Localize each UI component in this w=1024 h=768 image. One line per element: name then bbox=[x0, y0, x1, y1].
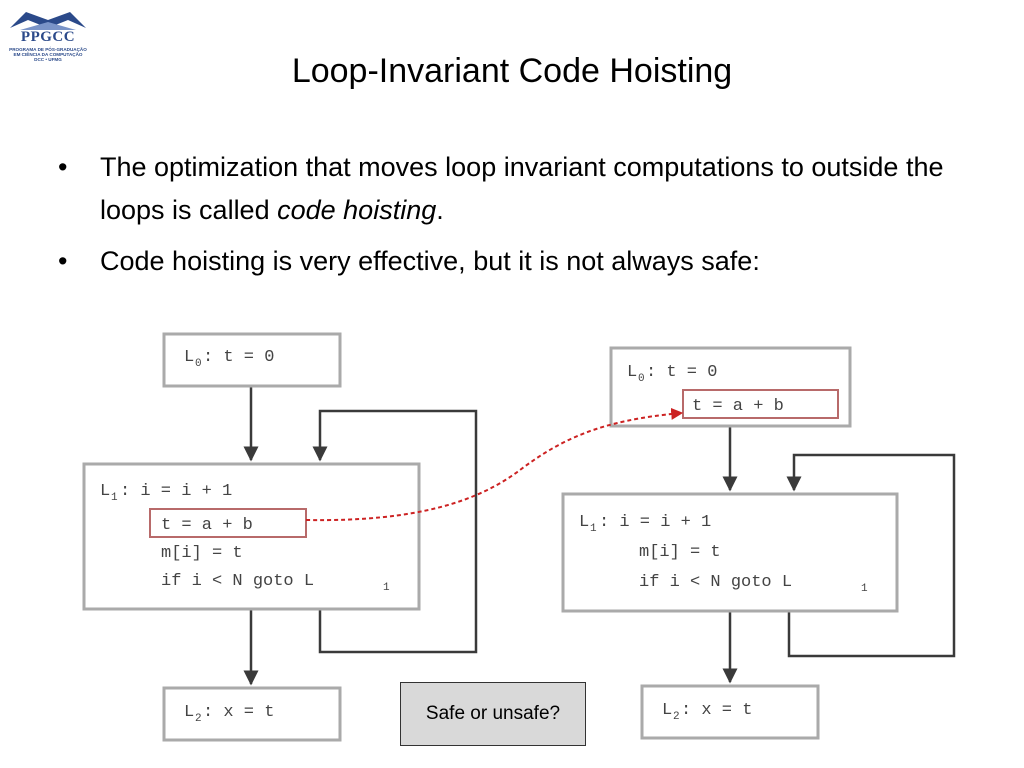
bullet-list: • The optimization that moves loop invari… bbox=[58, 146, 988, 291]
bullet-1-emphasis: code hoisting bbox=[277, 195, 437, 225]
left-block-l0: L 0 : t = 0 bbox=[162, 332, 342, 388]
left-l2-code: : x = t bbox=[203, 703, 274, 722]
bullet-1-end: . bbox=[436, 195, 444, 225]
question-text: Safe or unsafe? bbox=[425, 703, 561, 724]
right-hoisted-stmt: t = a + b bbox=[692, 397, 784, 416]
logo-line3: DCC • UFMG bbox=[34, 57, 62, 62]
bullet-1: • The optimization that moves loop invari… bbox=[58, 146, 988, 232]
right-hoisted-highlight bbox=[682, 389, 839, 419]
hoist-arrow bbox=[305, 407, 684, 522]
slide-title: Loop-Invariant Code Hoisting bbox=[291, 52, 733, 90]
right-l1-code: : i = i + 1 bbox=[599, 513, 711, 532]
left-l0-label: L bbox=[184, 348, 194, 367]
right-block-l0: L 0 : t = 0 t = a + b bbox=[609, 346, 852, 428]
bullet-1-text: The optimization that moves loop invaria… bbox=[100, 152, 944, 225]
right-l2-code: : x = t bbox=[681, 701, 752, 720]
right-block-l1: L 1 : i = i + 1 m[i] = t if i < N goto L… bbox=[561, 492, 899, 613]
right-l0-label: L bbox=[627, 363, 637, 382]
left-stmt-3-sub: 1 bbox=[383, 582, 390, 594]
left-back-edge bbox=[312, 409, 478, 654]
left-l1-label: L bbox=[100, 482, 110, 501]
right-l1-label: L bbox=[579, 513, 589, 532]
left-block-l1: L 1 : i = i + 1 t = a + b m[i] = t if i … bbox=[82, 462, 421, 611]
right-l2-sub: 2 bbox=[673, 711, 680, 723]
left-stmt-2: m[i] = t bbox=[161, 544, 243, 563]
left-l2-sub: 2 bbox=[195, 713, 202, 725]
left-stmt-3: if i < N goto L bbox=[161, 572, 314, 591]
left-l0-code: : t = 0 bbox=[203, 348, 274, 367]
question-box: Safe or unsafe? bbox=[400, 682, 586, 746]
left-hoisted-stmt: t = a + b bbox=[161, 516, 253, 535]
left-l1-sub: 1 bbox=[111, 492, 118, 504]
bullet-dot-icon: • bbox=[58, 152, 68, 182]
right-stmt-3-sub: 1 bbox=[861, 583, 868, 595]
bullet-2: • Code hoisting is very effective, but it… bbox=[58, 240, 988, 283]
left-l2-label: L bbox=[184, 703, 194, 722]
right-block-l2: L 2 : x = t bbox=[640, 684, 820, 740]
bullet-dot-icon: • bbox=[58, 246, 68, 276]
right-l0-code: : t = 0 bbox=[646, 363, 717, 382]
left-block-l2: L 2 : x = t bbox=[162, 686, 342, 742]
right-back-edge bbox=[786, 453, 956, 658]
left-l1-code: : i = i + 1 bbox=[120, 482, 232, 501]
bullet-2-text: Code hoisting is very effective, but it … bbox=[100, 246, 760, 276]
left-hoisted-highlight bbox=[149, 508, 307, 538]
right-l2-label: L bbox=[662, 701, 672, 720]
right-l0-sub: 0 bbox=[638, 373, 645, 385]
left-l0-sub: 0 bbox=[195, 358, 202, 370]
logo-line2: EM CIÊNCIA DA COMPUTAÇÃO bbox=[13, 52, 83, 57]
right-l1-sub: 1 bbox=[590, 523, 597, 535]
logo-line1: PROGRAMA DE PÓS-GRADUAÇÃO bbox=[9, 47, 87, 52]
ppgcc-logo: PPGCC PROGRAMA DE PÓS-GRADUAÇÃO EM CIÊNC… bbox=[6, 6, 90, 68]
logo-name: PPGCC bbox=[20, 29, 76, 45]
logo-emblem-icon bbox=[10, 12, 86, 30]
right-stmt-2: m[i] = t bbox=[639, 543, 721, 562]
right-stmt-3: if i < N goto L bbox=[639, 573, 792, 592]
